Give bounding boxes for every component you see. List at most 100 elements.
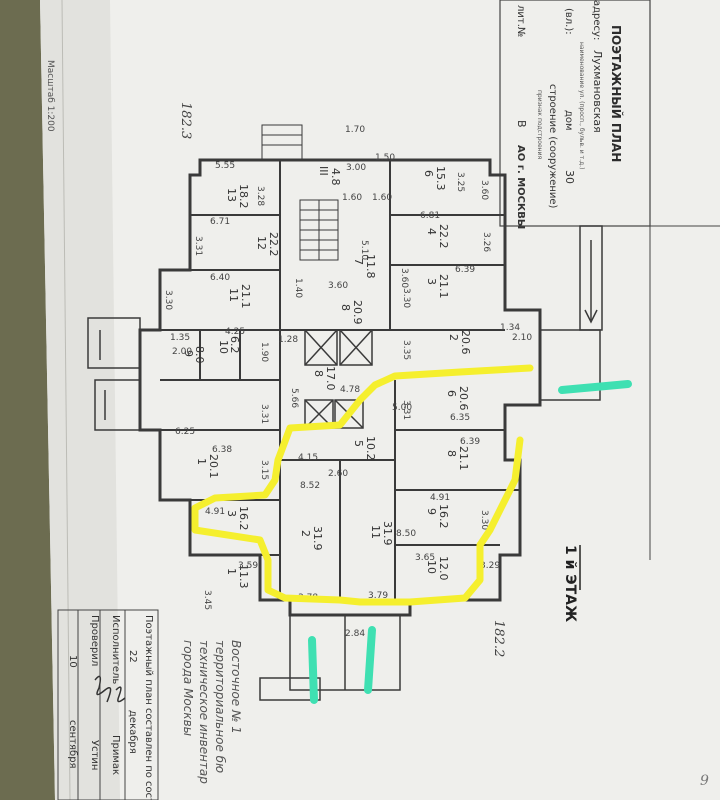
stamp-line: города Москвы xyxy=(181,640,195,736)
room-area: 15.3 xyxy=(434,166,447,191)
dimension: 3.30 xyxy=(401,288,411,308)
left-annex xyxy=(87,317,141,431)
corner-mark: 9 xyxy=(700,773,709,789)
dimension: 2.10 xyxy=(512,333,532,343)
room-id: 9 xyxy=(425,508,438,515)
stair-mark-top: 182.3 xyxy=(178,102,193,139)
dimension: 2.84 xyxy=(345,629,365,639)
elevator xyxy=(304,329,338,366)
scale-note: Масштаб 1:200 xyxy=(45,60,55,132)
room-id: 11 xyxy=(227,288,240,302)
dimension: 8.52 xyxy=(300,481,320,491)
compiled-line: Поэтажный план составлен по сост xyxy=(143,615,154,800)
dimension: 1.70 xyxy=(345,125,365,135)
signature xyxy=(94,675,112,703)
room-id: 10 xyxy=(425,560,438,574)
room-area: 31.9 xyxy=(311,526,324,551)
dimension: 1.50 xyxy=(375,153,395,163)
room-area: 12.0 xyxy=(437,556,450,581)
executor-name: Примак xyxy=(110,735,121,775)
elevator xyxy=(339,329,373,366)
elevator-shafts xyxy=(304,329,373,429)
room-id: 3 xyxy=(225,510,238,517)
room-id: 2 xyxy=(299,530,312,537)
room-area: 16.2 xyxy=(237,506,250,531)
room-id: 11 xyxy=(369,525,382,539)
room-area: 20.9 xyxy=(351,300,364,325)
title-block: ПОЭТАЖНЫЙ ПЛАН адресу: Лухмановская наим… xyxy=(499,0,720,560)
house-number: 30 xyxy=(563,170,576,184)
room-area: 16.2 xyxy=(437,504,450,529)
plan-title: ПОЭТАЖНЫЙ ПЛАН xyxy=(609,25,624,162)
corpus-letter: В xyxy=(515,120,528,128)
room-area: 21.1 xyxy=(239,284,252,309)
footer-table: Поэтажный план составлен по сост 22 дека… xyxy=(57,609,159,800)
room-area: 6.2 xyxy=(228,336,241,354)
dimension: 3.59 xyxy=(238,561,258,571)
dimension: 6.35 xyxy=(450,413,470,423)
elevator-cross xyxy=(304,329,338,366)
room-area: 8.0 xyxy=(193,346,206,364)
dimension: 3.31 xyxy=(193,236,203,256)
dimension: 5.55 xyxy=(215,161,235,171)
dimension: 3.30 xyxy=(479,510,489,530)
porch xyxy=(539,329,601,401)
dimension: 3.00 xyxy=(346,163,366,173)
unit-label: (вл.): xyxy=(563,8,574,35)
room-id: III xyxy=(317,166,330,176)
stamp: Восточное № 1 территориальное бю техниче… xyxy=(181,640,243,784)
room-id: 3 xyxy=(425,278,438,285)
dimension: 6.25 xyxy=(175,427,195,437)
room-id: 2 xyxy=(447,334,460,341)
room-id: 10 xyxy=(217,340,230,354)
stamp-line: техническое инвентар xyxy=(197,640,211,784)
dimension: 3.60 xyxy=(328,281,348,291)
house-label: дом xyxy=(563,110,574,131)
room-id: 1 xyxy=(225,568,238,575)
dimension: 3.45 xyxy=(202,590,212,610)
room-area: 20.6 xyxy=(459,330,472,355)
room-area: 4.8 xyxy=(329,168,342,186)
right-entrance xyxy=(539,225,603,401)
signature xyxy=(115,686,126,703)
dimension: 6.39 xyxy=(455,265,475,275)
dimension: 4.91 xyxy=(430,493,450,503)
room-area: 11.8 xyxy=(364,254,377,279)
dimension: 4.78 xyxy=(340,385,360,395)
stairwell xyxy=(261,124,339,261)
dimension: 2.60 xyxy=(328,469,348,479)
dimension: 6.40 xyxy=(210,273,230,283)
dimension: 3.31 xyxy=(259,404,269,424)
room-area: 20.1 xyxy=(207,454,220,479)
building-caption: признак подстроения xyxy=(536,90,543,159)
bottom-entrance xyxy=(259,614,401,701)
balcony xyxy=(87,317,141,369)
door-marker-bottom-left xyxy=(308,636,318,704)
room-area: 11.3 xyxy=(237,564,250,589)
exterior-stair xyxy=(261,124,303,161)
month-2: сентября xyxy=(67,720,78,769)
dimension: 3.29 xyxy=(480,561,500,571)
dimension: 1.34 xyxy=(500,323,520,333)
interior-walls xyxy=(160,160,520,600)
room-id: 5 xyxy=(352,440,365,447)
dimension: 3.60 xyxy=(399,268,409,288)
dimension: 5.10 xyxy=(359,240,369,260)
room-id: 4 xyxy=(425,228,438,235)
porch-step xyxy=(259,677,321,701)
dimension: 1.60 xyxy=(342,193,362,203)
street-caption: наименование ул. (просп., бульв. и т.д.) xyxy=(578,42,585,169)
stair-mark-bottom: 182.2 xyxy=(491,620,506,657)
dimension: 2.00 xyxy=(172,347,192,357)
dimension: 3.60 xyxy=(479,180,489,200)
dimension: 6.81 xyxy=(420,211,440,221)
dimension: 3.35 xyxy=(401,340,411,360)
room-area: 18.2 xyxy=(237,184,250,209)
room-id: 6 xyxy=(445,390,458,397)
day-2: 10 xyxy=(67,655,78,668)
checker-name: Устин xyxy=(89,740,100,770)
ramp xyxy=(579,225,603,331)
ramp-arrow-head xyxy=(584,309,598,324)
dimension: 3.26 xyxy=(481,232,491,252)
